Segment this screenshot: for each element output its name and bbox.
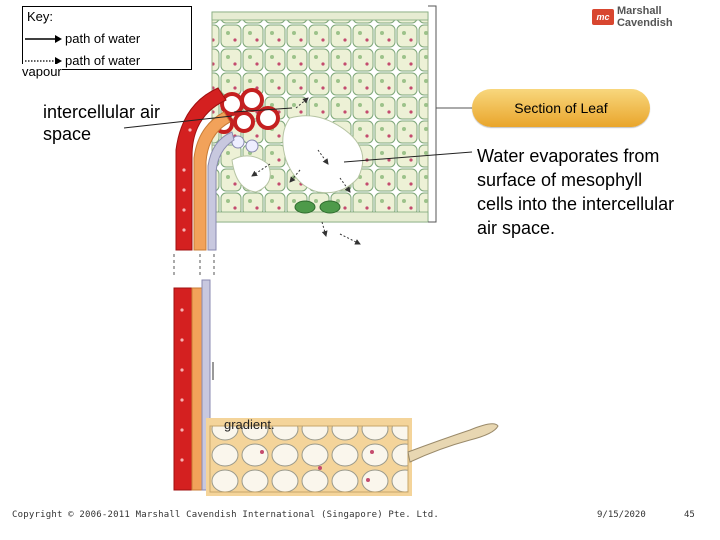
footer-date: 9/15/2020	[597, 510, 646, 520]
logo-mark-icon: mc	[592, 9, 614, 25]
root-hair	[407, 423, 499, 463]
gradient-label: gradient.	[224, 417, 275, 432]
key-title: Key:	[27, 9, 54, 24]
key-box: Key: path of water path of water	[22, 6, 192, 70]
footer-page-number: 45	[684, 510, 695, 520]
key-water-label: path of water	[65, 31, 141, 46]
dotted-arrow-icon	[25, 57, 62, 65]
xylem-vessel	[175, 87, 235, 251]
publisher-logo: mc Marshall Cavendish	[592, 5, 720, 29]
solid-arrow-icon	[25, 35, 62, 43]
leaf-section	[211, 11, 429, 245]
section-of-leaf-label: Section of Leaf	[472, 89, 650, 127]
key-vapour-label: path of water	[65, 53, 141, 68]
root-section	[206, 418, 412, 496]
vein-bundle	[214, 88, 280, 153]
evaporation-description: Water evaporates from surface of mesophy…	[477, 146, 675, 238]
intercellular-air-space-label: intercellular air space	[43, 102, 161, 144]
key-vapour-label-continued: vapour	[22, 64, 62, 79]
air-space	[282, 115, 364, 194]
footer-copyright: Copyright © 2006-2011 Marshall Cavendish…	[12, 510, 440, 520]
logo-text: Marshall Cavendish	[616, 5, 673, 29]
